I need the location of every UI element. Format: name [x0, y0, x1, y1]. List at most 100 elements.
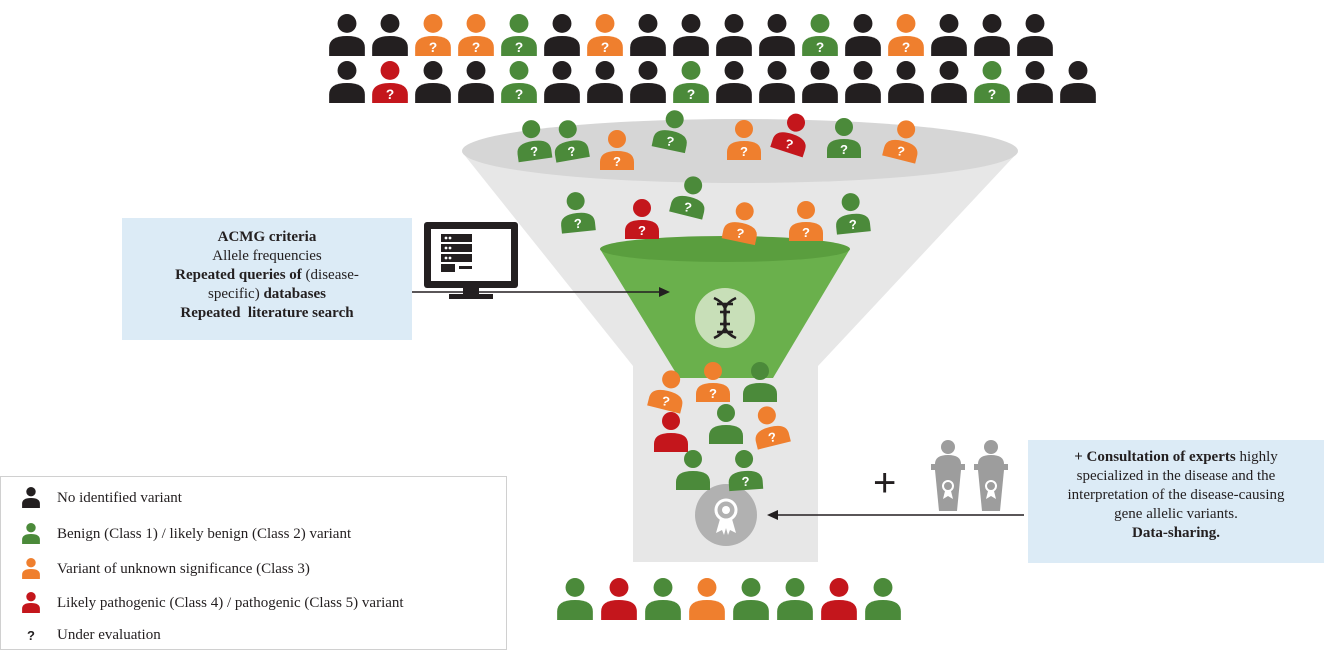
experts-line-2: specialized in the disease and the — [1076, 468, 1276, 484]
legend-label: No identified variant — [57, 489, 182, 506]
question-mark: ? — [848, 217, 858, 233]
question-mark: ? — [613, 154, 621, 169]
question-mark: ? — [840, 142, 848, 157]
funnel-lower-person: ? — [755, 406, 791, 450]
funnel-middle-person: ? — [721, 202, 757, 246]
population-person-row2 — [630, 61, 666, 103]
funnel-lower-person: ? — [696, 362, 730, 402]
funnel-middle-person: ? — [789, 201, 823, 241]
question-mark: ? — [816, 40, 824, 55]
classified-person — [821, 578, 857, 620]
question-mark: ? — [515, 40, 523, 55]
population-person-row2 — [1060, 61, 1096, 103]
computer-icon — [424, 222, 518, 299]
classified-person — [689, 578, 725, 620]
population-person-row1 — [716, 13, 752, 56]
question-mark: ? — [735, 225, 746, 241]
acmg-arrow — [412, 287, 670, 297]
population-person-row2 — [329, 61, 365, 103]
expert-podium-icon-2 — [974, 440, 1008, 511]
population-person-row2 — [544, 61, 580, 103]
question-mark: ? — [429, 40, 437, 55]
dna-icon — [713, 296, 737, 340]
population-person-row2 — [759, 61, 795, 103]
question-mark: ? — [902, 40, 910, 55]
question-mark: ? — [573, 216, 583, 232]
question-mark: ? — [529, 143, 539, 159]
funnel-top-person: ? — [651, 110, 687, 154]
funnel-top-person: ? — [727, 120, 761, 160]
experts-data-sharing: Data-sharing. — [1132, 525, 1220, 541]
question-mark: ? — [638, 223, 646, 238]
population-person-row1: ? — [415, 13, 451, 56]
funnel-lower-person — [743, 362, 777, 402]
question-mark: ? — [472, 40, 480, 55]
person-icon-red-glyph — [22, 592, 40, 613]
funnel-top-person: ? — [770, 113, 806, 158]
acmg-title: ACMG criteria — [217, 229, 317, 245]
question-mark: ? — [709, 386, 717, 401]
population-person-row1: ? — [458, 13, 494, 56]
question-mark: ? — [687, 87, 695, 102]
acmg-criteria-box: ACMG criteria Allele frequencies Repeate… — [122, 218, 412, 340]
acmg-databases-rest: specific) — [208, 286, 264, 302]
person-icon-orange — [22, 558, 40, 579]
legend-label: Variant of unknown significance (Class 3… — [57, 560, 310, 577]
experts-line-4: gene allelic variants. — [1114, 506, 1238, 522]
funnel-lower-person — [654, 412, 688, 452]
funnel-lower-person: ? — [647, 370, 683, 414]
experts-consultation-box: + Consultation of experts highly special… — [1028, 440, 1324, 563]
question-mark: ? — [386, 87, 394, 102]
green-filter-rim — [600, 236, 850, 262]
funnel-middle-person: ? — [836, 193, 871, 235]
person-icon-black — [22, 487, 40, 508]
person-icon-green — [21, 523, 41, 545]
population-person-row1 — [329, 13, 365, 56]
population-person-row1: ? — [501, 13, 537, 56]
experts-line-3: interpretation of the disease-causing — [1067, 487, 1285, 503]
population-person-row2 — [587, 61, 623, 103]
funnel-top-person: ? — [827, 118, 861, 158]
question-mark: ? — [895, 143, 906, 159]
award-badge — [695, 484, 757, 546]
population-person-row1 — [630, 13, 666, 56]
question-mark: ? — [682, 199, 693, 215]
classified-person — [777, 578, 813, 620]
acmg-queries-bold: Repeated queries of — [175, 267, 302, 283]
classified-person — [557, 578, 593, 620]
funnel-top-person: ? — [554, 120, 590, 163]
population-person-row1 — [544, 13, 580, 56]
classified-person — [865, 578, 901, 620]
legend: No identified variant Benign (Class 1) /… — [0, 476, 507, 650]
funnel-middle-person: ? — [561, 192, 596, 234]
person-icon-orange — [21, 558, 41, 580]
question-mark: ? — [660, 393, 671, 409]
funnel-top-person: ? — [600, 130, 634, 170]
question-mark: ? — [802, 225, 810, 240]
population-person-row2 — [458, 61, 494, 103]
population-person-row2: ? — [501, 61, 537, 103]
population-person-row2 — [415, 61, 451, 103]
population-person-row1 — [931, 13, 967, 56]
experts-title-bold: + Consultation of experts — [1074, 449, 1236, 465]
person-icon-red — [22, 592, 40, 613]
funnel-middle-person: ? — [625, 199, 659, 239]
award-icon — [714, 498, 738, 535]
classified-person — [733, 578, 769, 620]
funnel-top-person: ? — [517, 120, 553, 163]
acmg-allele-frequencies: Allele frequencies — [212, 248, 322, 264]
population-person-row1 — [759, 13, 795, 56]
population-person-row1 — [372, 13, 408, 56]
population-person-row2: ? — [974, 61, 1010, 103]
population-person-row2 — [1017, 61, 1053, 103]
question-mark: ? — [988, 87, 996, 102]
funnel-lower-person — [709, 404, 743, 444]
legend-item-pathogenic: Likely pathogenic (Class 4) / pathogenic… — [21, 591, 404, 615]
legend-label: Benign (Class 1) / likely benign (Class … — [57, 525, 352, 542]
population-person-row1 — [1017, 13, 1053, 56]
acmg-databases-bold: databases — [263, 286, 326, 302]
population-person-row1: ? — [888, 13, 924, 56]
population-person-row1 — [673, 13, 709, 56]
expert-podium-icon-1 — [931, 440, 965, 511]
